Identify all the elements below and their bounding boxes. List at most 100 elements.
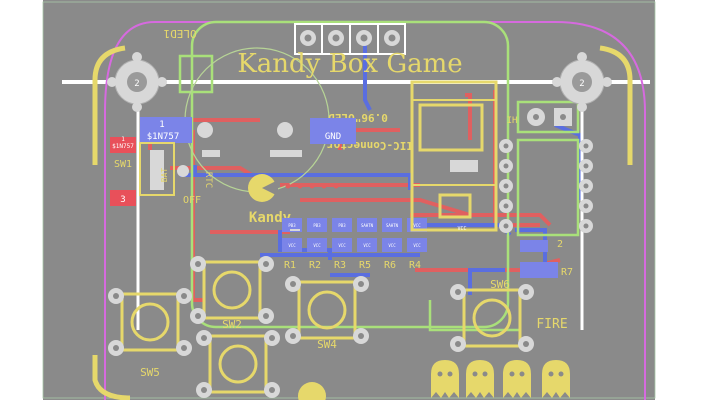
switch-pin-hole <box>113 293 119 299</box>
r7-pad <box>520 262 558 278</box>
switch-cap <box>218 344 258 384</box>
sw1-pad-small: 1 <box>121 136 125 143</box>
switch-cap <box>212 270 252 310</box>
pad-bottom <box>382 238 402 252</box>
silk-corner-left <box>92 45 126 165</box>
switch-body <box>120 292 180 352</box>
gnd-pad <box>310 118 356 144</box>
ghost-eye <box>519 371 525 377</box>
oled-header-pins <box>294 23 406 55</box>
pad-top <box>357 218 377 232</box>
switch-pin-hole <box>113 345 119 351</box>
pad-top-label: PB3 <box>338 223 346 228</box>
switch-cap <box>130 302 170 342</box>
side-pad-hole <box>503 143 509 149</box>
tact-switch <box>450 284 534 352</box>
right-connector-pads <box>527 108 572 126</box>
switch-pin-hole <box>290 281 296 287</box>
board-title: Kandy Box Game <box>237 49 462 79</box>
ghost-eye <box>437 371 443 377</box>
pad-strip <box>270 150 302 157</box>
pad-top-label: VCC <box>413 223 421 228</box>
ghost-icon <box>431 360 459 398</box>
pad-top <box>382 218 402 232</box>
r2-right-label: 2 <box>557 239 563 250</box>
switch-pin-hole <box>358 281 364 287</box>
ghost-eye <box>482 371 488 377</box>
pad-top-label: PB3 <box>288 223 296 228</box>
pad-bottom <box>307 238 327 252</box>
mcu-module <box>410 80 498 232</box>
fire-label: FIRE <box>536 317 567 332</box>
pad-bottom-label: VCC <box>363 243 371 248</box>
pad-top-label: SAHTN <box>361 223 374 228</box>
resistor-label: R1 <box>284 260 296 271</box>
switch-pin-hole <box>195 261 201 267</box>
sw5-label: SW5 <box>140 366 160 379</box>
side-pad-hole <box>503 163 509 169</box>
switch-body <box>202 260 262 320</box>
switch-pin-hole <box>181 345 187 351</box>
oled-ref: OLED1 <box>163 27 196 40</box>
silk-corner-right <box>599 45 633 165</box>
blue-traces <box>180 40 582 295</box>
switch-pin-hole <box>358 333 364 339</box>
sw1-red-pad <box>110 190 136 206</box>
switch-pin-hole <box>181 293 187 299</box>
side-pad-hole <box>503 223 509 229</box>
sw2-label: SW2 <box>222 318 242 331</box>
ghost-eye <box>447 371 453 377</box>
tact-switch <box>196 330 280 398</box>
gnd-label: GND <box>325 132 341 142</box>
pad-round-2 <box>277 122 293 138</box>
pad-top <box>307 218 327 232</box>
pad-top-label: SAHTN <box>386 223 399 228</box>
diode-part-small: $1N757 <box>112 143 134 150</box>
pad-top <box>332 218 352 232</box>
switch-pin-hole <box>269 335 275 341</box>
tact-switches <box>108 256 534 398</box>
sw1-off: OFF <box>183 195 201 206</box>
side-pad-hole <box>583 203 589 209</box>
switch-pin-hole <box>195 313 201 319</box>
sw6-label: SW6 <box>490 278 510 291</box>
switch-body <box>462 288 522 348</box>
switch-pin-hole <box>455 341 461 347</box>
sw1-label: SW1 <box>114 159 132 170</box>
side-pad-hole <box>503 203 509 209</box>
ghost-decorations <box>431 360 570 398</box>
ghost-icon <box>466 360 494 398</box>
mount-hole-right: 2 <box>559 59 605 105</box>
switch-pin-hole <box>523 341 529 347</box>
pacman-bottom <box>298 382 326 400</box>
side-pad-hole <box>583 143 589 149</box>
diode-red-pad <box>110 137 136 153</box>
mount-hole-right-label: 2 <box>579 79 584 89</box>
mount-hole-left-label: 2 <box>134 79 139 89</box>
ghost-icon <box>542 360 570 398</box>
pad-round-3 <box>177 165 189 177</box>
resistor-label: R4 <box>409 260 421 271</box>
ghost-eye <box>558 371 564 377</box>
switch-pin-hole <box>290 333 296 339</box>
pad-top-label: PB3 <box>313 223 321 228</box>
pad-top <box>282 218 302 232</box>
sw1-body <box>139 142 175 196</box>
switch-pin-hole <box>455 289 461 295</box>
switch-pin-hole <box>269 387 275 393</box>
pacman-mouth <box>262 180 278 196</box>
side-pad-hole <box>583 163 589 169</box>
mount-hole-left: 2 <box>114 59 160 105</box>
side-pad-hole <box>503 183 509 189</box>
rtc-label: RTC <box>203 172 213 188</box>
switch-pin-hole <box>263 313 269 319</box>
pad-bottom-label: VCC <box>288 243 296 248</box>
resistor-label: R2 <box>309 260 321 271</box>
pad-bottom-label: VCC <box>388 243 396 248</box>
ghost-eye <box>509 371 515 377</box>
pad-bottom-label: VCC <box>338 243 346 248</box>
sw1-pad: 3 <box>120 195 125 205</box>
